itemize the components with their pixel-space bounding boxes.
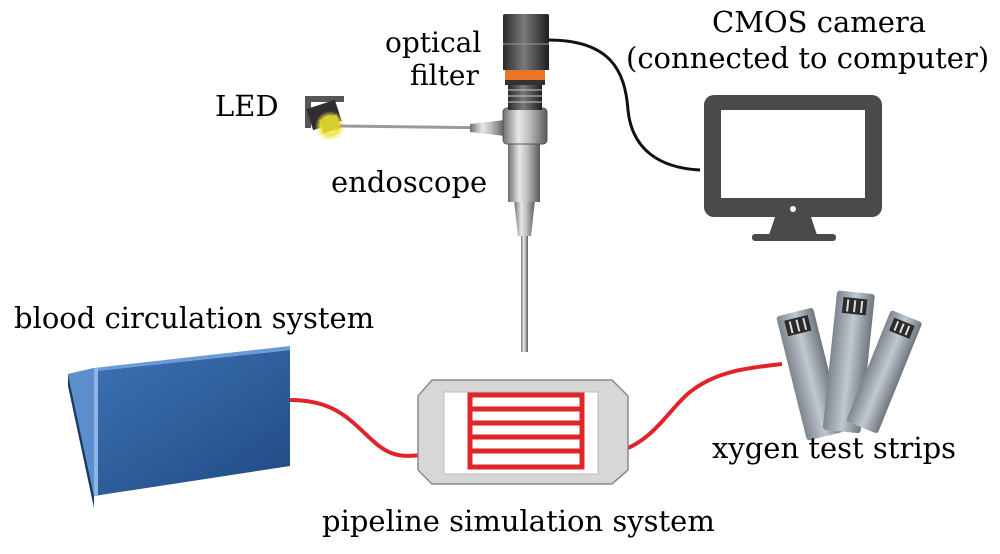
camera-label-line2: (connected to computer) (626, 41, 990, 75)
optical-filter-icon (505, 70, 545, 80)
cmos-camera-icon (503, 14, 549, 70)
test-strips-icon (776, 290, 922, 441)
pipeline-system-label: pipeline simulation system (322, 504, 715, 538)
endoscope-shaft (521, 230, 528, 352)
computer-monitor-icon (704, 95, 882, 241)
optical-filter-label-line2: filter (410, 59, 479, 92)
led-label: LED (215, 89, 279, 123)
pipeline-simulation-box (417, 379, 629, 485)
tube-right (617, 362, 783, 454)
test-strips-label: xygen test strips (712, 431, 957, 465)
led-icon (305, 96, 345, 141)
blood-circulation-box (68, 346, 290, 508)
endoscope-icon (502, 84, 548, 202)
endoscope-label: endoscope (331, 165, 488, 199)
camera-label-line1: CMOS camera (712, 5, 927, 39)
optical-filter-label-line1: optical (385, 26, 482, 59)
camera-cable (547, 38, 701, 172)
blood-system-label: blood circulation system (14, 301, 375, 335)
